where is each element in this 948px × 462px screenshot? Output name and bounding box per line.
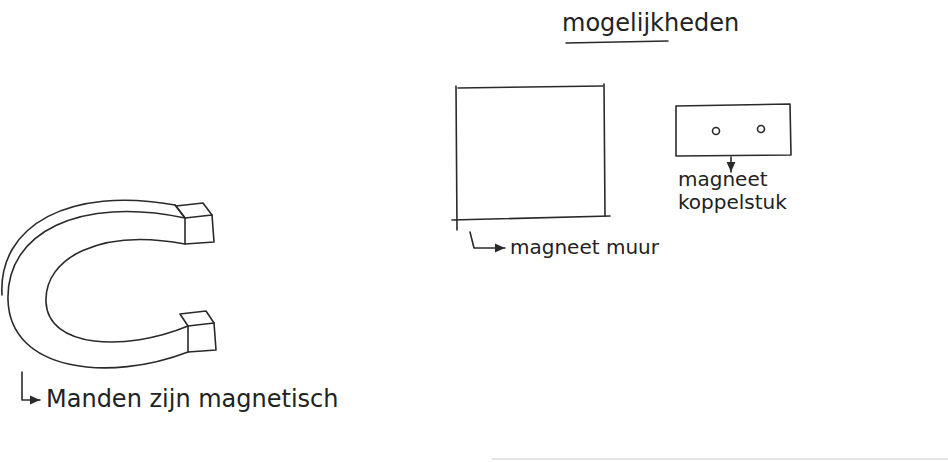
leader-line: [470, 232, 505, 248]
sketch-label: Manden zijn magnetisch: [46, 386, 339, 414]
magnet-wall: [452, 84, 610, 230]
sketch-title: mogelijkheden: [562, 10, 739, 38]
title-underline: [566, 41, 668, 43]
sketch-label: magneet koppelstuk: [678, 168, 798, 214]
sketch-label: magneet muur: [510, 236, 659, 259]
horseshoe-magnet: [2, 200, 216, 368]
leader-line: [22, 372, 40, 400]
magnet-coupling: [676, 104, 791, 156]
page-edge-line: [492, 458, 948, 459]
